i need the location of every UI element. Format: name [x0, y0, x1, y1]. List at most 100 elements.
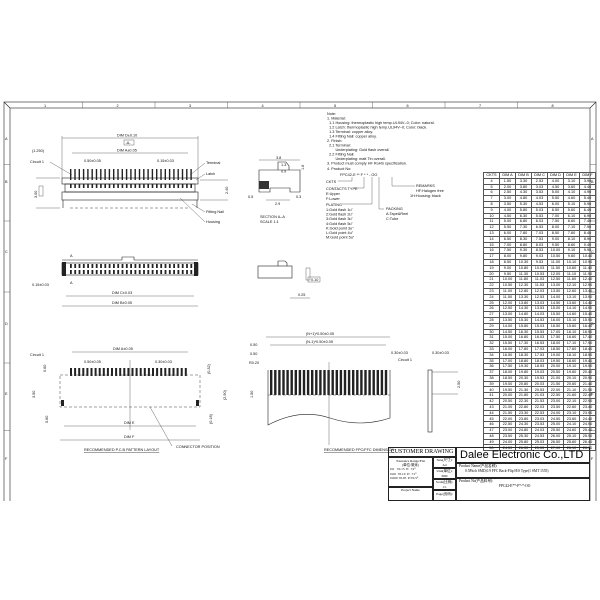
connector-bottom-view: A A 0.15±0.03 DIM C±0.03 DIM B±0.05	[32, 254, 199, 307]
pcb-pad	[143, 368, 146, 376]
terminal-pin	[190, 270, 193, 274]
terminal-pin	[87, 264, 89, 268]
terminal-pin	[173, 169, 175, 180]
fpc-lead	[364, 370, 367, 395]
terminal-pin	[125, 169, 128, 180]
terminal-pin	[117, 264, 120, 268]
terminal-label: Terminal	[206, 161, 221, 165]
unit-box: Unit(单位):MM	[433, 468, 456, 479]
contacts-type-label: CONTACTS TYPE	[326, 187, 358, 191]
product-no-box: Product No(产品料号):FPC42-E**-F*-*-OO	[456, 478, 590, 501]
scale-value: 1:1	[442, 484, 447, 489]
fpc-lead	[315, 370, 318, 395]
terminal-pin	[138, 264, 141, 268]
tolerance-row: 0.0 ±0.15 P: ±2°	[390, 467, 416, 472]
fpc-lead	[319, 370, 322, 395]
tolerance-unit: (单位:毫米)	[402, 463, 419, 468]
terminal-contact	[160, 184, 162, 188]
pcb-pattern-layout: DIM A±0.05 Circuit 1 0.50±0.05 0.30±0.03…	[30, 347, 227, 452]
fpc-lead	[306, 370, 310, 395]
scale-box: Scale(比例):1:1	[433, 479, 456, 490]
note-line: 1. Material:	[327, 117, 346, 121]
terminal-contact	[181, 184, 184, 188]
terminal-contact	[156, 184, 158, 188]
terminal-pin	[151, 169, 154, 180]
terminal-pin	[147, 264, 150, 268]
section-dim-0-9: 0.9	[281, 170, 286, 174]
section-dim-1-3: 1.3	[281, 163, 286, 167]
terminal-pin	[70, 270, 72, 274]
packing-option: C:Tube	[386, 217, 398, 221]
terminal-pin	[78, 270, 81, 274]
dim-c-label: DIM C±0.03	[112, 291, 132, 295]
column-number: 6	[407, 104, 409, 108]
terminal-contact	[91, 184, 94, 188]
terminal-contact	[143, 184, 145, 188]
terminal-contact	[95, 184, 98, 188]
fpc-lead	[323, 370, 326, 395]
fpc-lead	[360, 370, 363, 395]
fpc-lead	[270, 370, 273, 395]
fitting-nail	[62, 262, 66, 276]
terminal-pin	[113, 264, 115, 268]
terminal-pin	[117, 169, 119, 180]
fpc-lead	[347, 370, 351, 395]
fpc-lead	[356, 370, 359, 395]
terminal-pin	[82, 169, 85, 180]
terminal-pin	[108, 264, 111, 268]
terminal-contact	[168, 184, 171, 188]
note-line: 1.1 Housing: thermoplastic high temp.UL9…	[327, 121, 435, 125]
fpc-radius-label: R0.20	[249, 361, 259, 365]
remarks-label: REMARKS	[416, 184, 435, 188]
latch-label: Latch	[206, 172, 215, 176]
size-label: Size(尺寸):	[436, 458, 453, 462]
terminal-pin	[74, 270, 77, 274]
terminal-pin	[104, 169, 106, 180]
pcb-pad	[147, 368, 150, 376]
terminal-pin	[168, 264, 171, 268]
pcb-pitch-label: 0.50±0.05	[84, 360, 101, 364]
terminal-contact	[173, 184, 175, 188]
table-header-cell: DIM F	[579, 172, 596, 179]
ref-dim-label: (1.250)	[32, 149, 45, 153]
blank-margin	[0, 501, 600, 600]
terminal-pin	[70, 169, 72, 180]
terminal-contact	[74, 184, 76, 188]
terminal-pin	[100, 270, 102, 274]
pcb-pad	[184, 368, 187, 376]
table-cell: 8.90	[579, 235, 596, 243]
connector-position-label: CONNECTOR POSITION	[176, 445, 220, 449]
note-line: Underplating: Gold flash overall.	[327, 148, 389, 152]
section-mark-bottom: A	[70, 281, 73, 285]
pcb-pad	[86, 368, 89, 376]
pcb-pad	[94, 368, 97, 376]
terminal-pin	[113, 169, 115, 180]
ref-2-90-label: (2.90)	[223, 389, 227, 400]
row-letter-right: A	[591, 137, 594, 141]
terminal-pin	[117, 270, 120, 274]
terminal-pin	[104, 270, 107, 274]
terminal-pin	[125, 264, 128, 268]
fpc-lead	[294, 370, 297, 395]
pcb-pad	[127, 368, 130, 376]
plating-option: 3:Gold flash 3u"	[326, 217, 354, 221]
unit-value: MM	[441, 473, 448, 478]
terminal-pin	[95, 270, 98, 274]
terminal-pin	[125, 270, 128, 274]
terminal-pin	[138, 270, 141, 274]
row-letter-left: A	[5, 137, 8, 141]
section-title: SECTION A–A	[260, 215, 285, 219]
plating-option: L:Gold point 4u"	[326, 231, 354, 235]
fpc-lead	[298, 370, 302, 395]
note-line: 1.2 Latch: thermoplastic high temp.UL94V…	[327, 126, 427, 130]
terminal-pin	[91, 264, 94, 268]
terminal-contact	[108, 184, 111, 188]
column-number: 4	[262, 104, 264, 108]
terminal-pin	[130, 169, 132, 180]
fpc-dimension: (N+1)*0.50±0.05 (N-1)*0.50±0.05 0.50 0.5…	[249, 332, 461, 452]
